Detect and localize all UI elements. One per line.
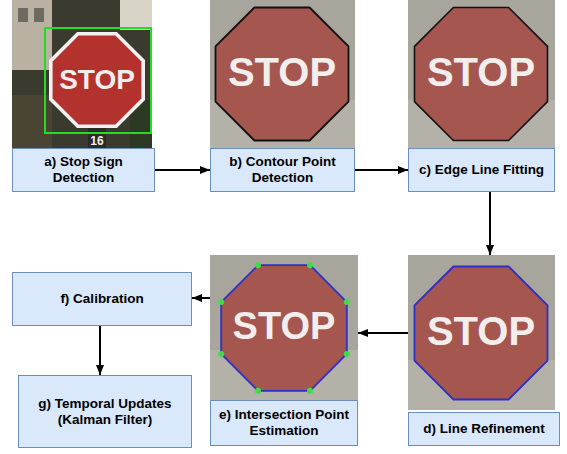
edge-fit-photo	[408, 0, 555, 148]
step-panel: g) Temporal Updates (Kalman Filter)	[18, 375, 192, 448]
flow-arrow	[358, 332, 408, 334]
flow-arrow	[99, 326, 101, 375]
step-panel: a) Stop Sign Detection	[12, 0, 155, 192]
flow-arrow	[192, 297, 210, 299]
step-caption: a) Stop Sign Detection	[17, 154, 150, 186]
step-caption: b) Contour Point Detection	[215, 154, 350, 186]
refinement-photo	[408, 255, 555, 410]
step-caption-box: g) Temporal Updates (Kalman Filter)	[18, 375, 192, 448]
step-panel: e) Intersection Point Estimation	[210, 255, 358, 446]
step-caption: f) Calibration	[60, 291, 143, 307]
detection-photo	[12, 0, 152, 148]
sign-text: STOP	[427, 311, 535, 351]
step-caption: g) Temporal Updates (Kalman Filter)	[23, 396, 187, 428]
flow-arrow	[489, 192, 491, 255]
step-caption-box: b) Contour Point Detection	[210, 148, 355, 192]
step-caption-box: c) Edge Line Fitting	[408, 148, 555, 192]
flow-arrow	[355, 169, 408, 171]
step-caption-box: d) Line Refinement	[408, 412, 560, 446]
step-panel: c) Edge Line Fitting	[408, 0, 555, 192]
step-panel: f) Calibration	[12, 272, 192, 326]
step-caption-box: e) Intersection Point Estimation	[210, 400, 358, 446]
step-panel: b) Contour Point Detection	[210, 0, 355, 192]
step-caption: c) Edge Line Fitting	[419, 162, 544, 178]
step-caption: e) Intersection Point Estimation	[215, 407, 353, 439]
step-caption-box: f) Calibration	[12, 272, 192, 326]
sign-text: STOP	[59, 66, 135, 94]
sign-text: STOP	[228, 52, 336, 92]
sign-text: 16	[90, 135, 103, 147]
step-caption: d) Line Refinement	[423, 421, 545, 437]
flow-arrow	[155, 169, 210, 171]
contour-photo	[210, 0, 355, 148]
intersection-photo	[210, 255, 358, 400]
sign-text: STOP	[233, 307, 336, 345]
step-caption-box: a) Stop Sign Detection	[12, 148, 155, 192]
sign-text: STOP	[427, 52, 535, 92]
